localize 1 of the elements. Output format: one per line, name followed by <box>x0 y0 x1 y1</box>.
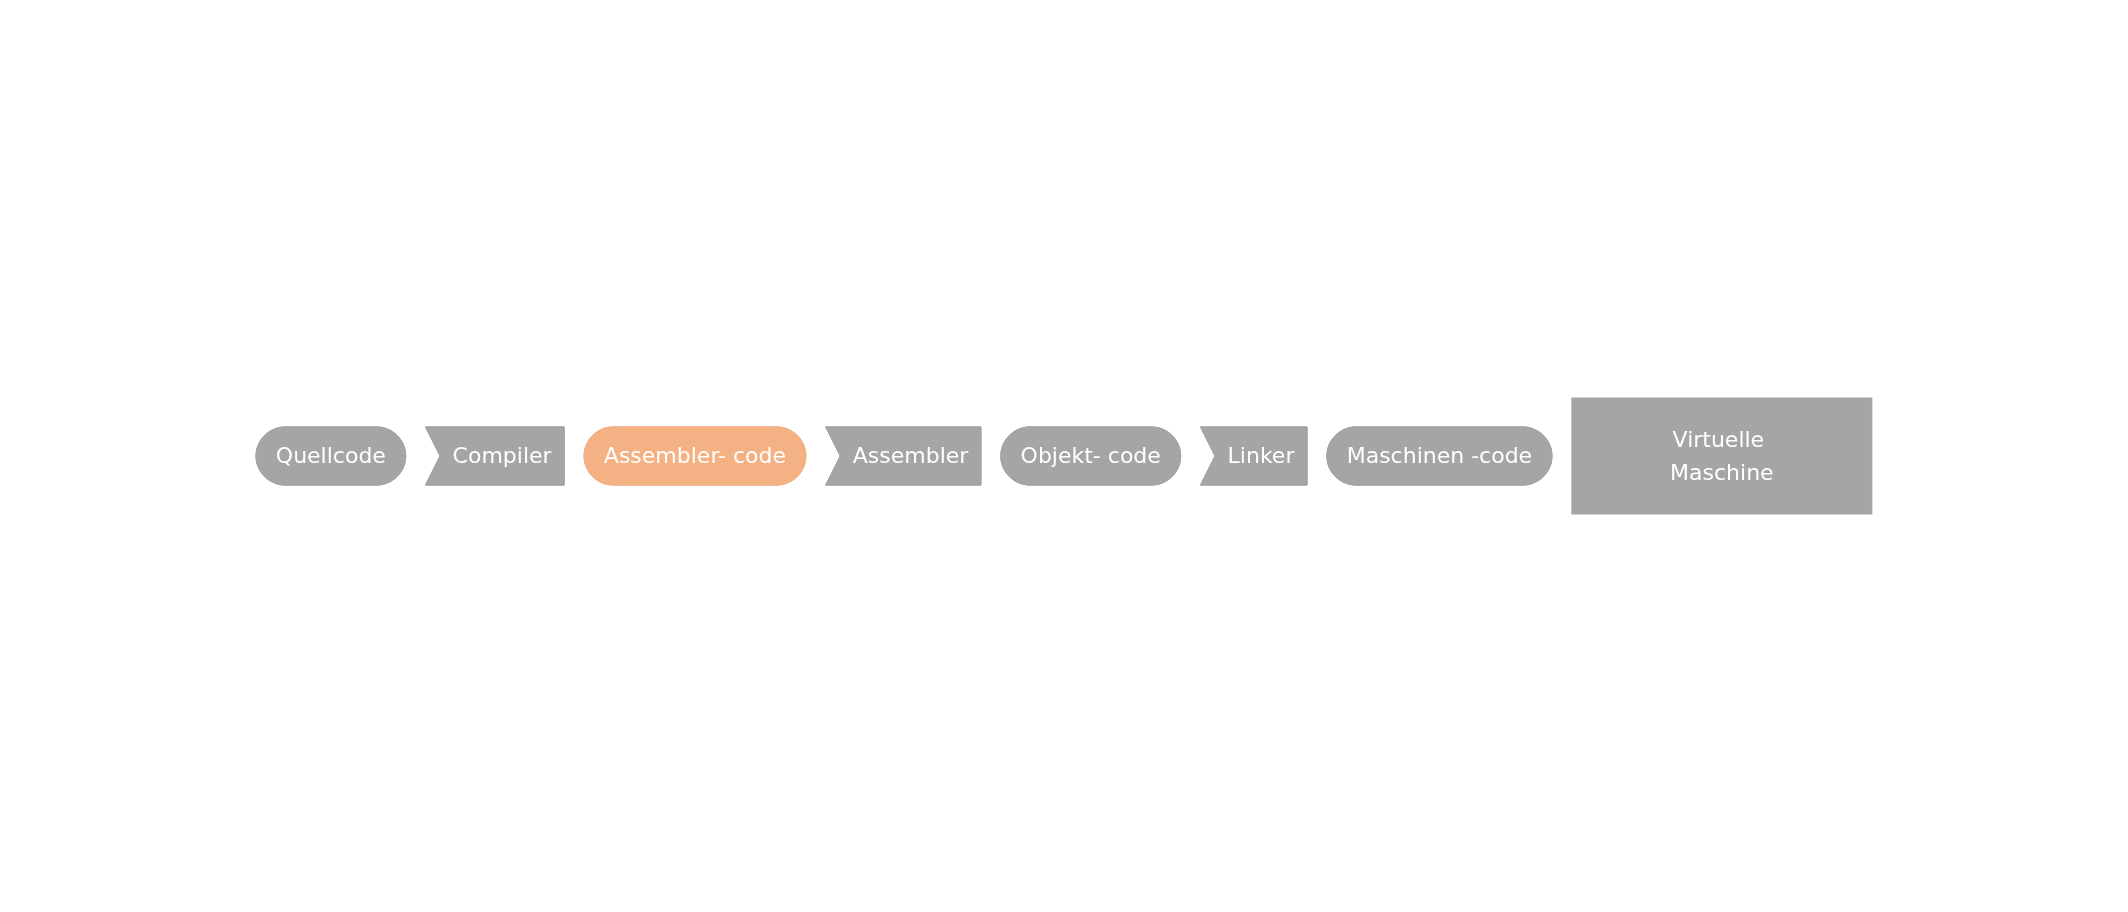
node-box: Virtuelle Maschine <box>1571 397 1873 515</box>
